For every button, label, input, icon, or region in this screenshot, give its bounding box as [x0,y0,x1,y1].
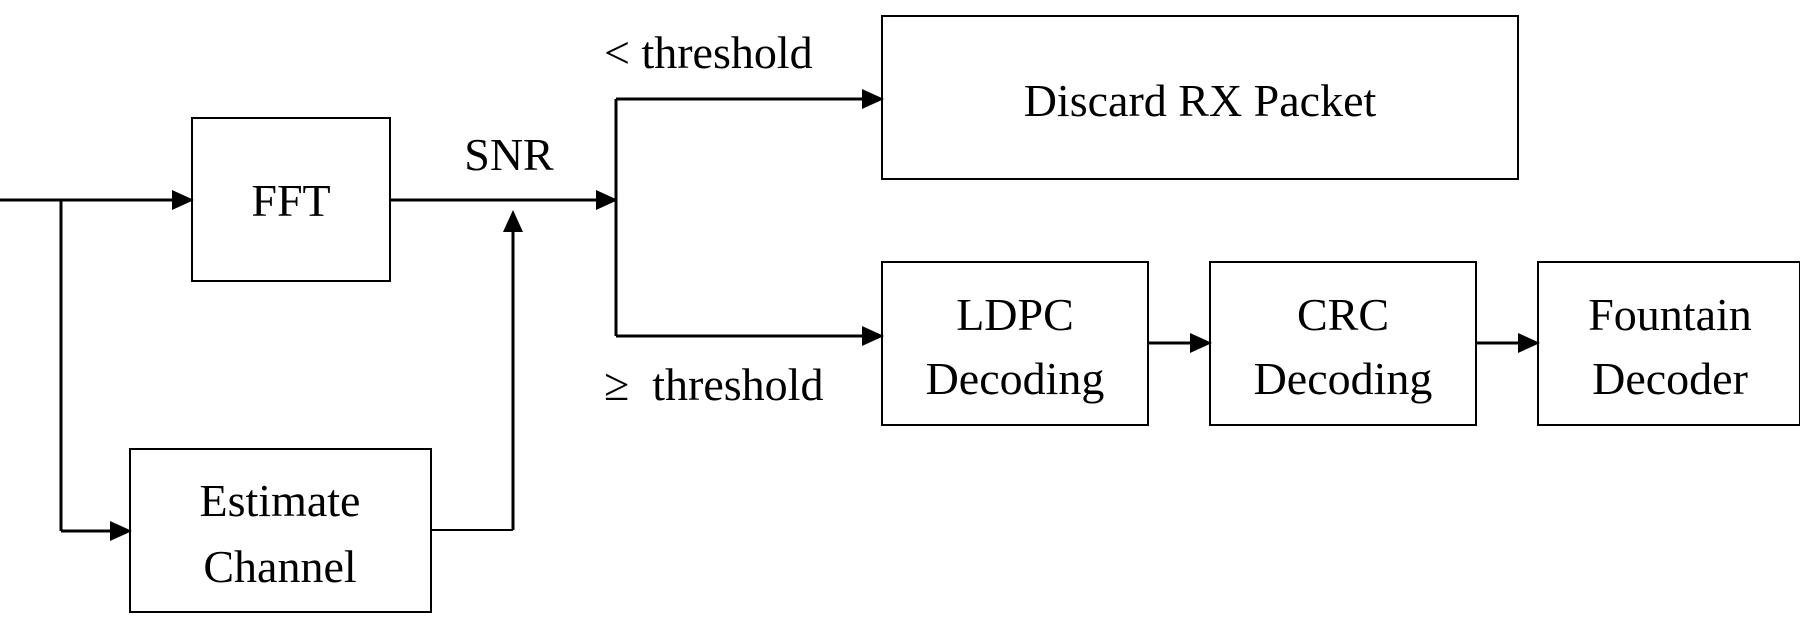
crc-decoding-label-line1: CRC [1297,289,1389,340]
above-threshold-label: ≥ threshold [604,359,823,410]
arrow-to-fft [172,190,194,210]
arrow-to-decision [596,190,618,210]
fft-block: FFT [191,117,391,282]
fft-label: FFT [251,175,330,226]
arrow-to-fountain [1518,333,1540,353]
arrow-to-discard [862,89,884,109]
crc-decoding-block: CRC Decoding [1209,261,1477,426]
arrow-to-ldpc [862,326,884,346]
discard-packet-block: Discard RX Packet [881,15,1519,180]
ldpc-decoding-label-line2: Decoding [926,353,1105,404]
connectors [0,89,1540,541]
snr-label: SNR [464,129,554,180]
fountain-decoder-label-line2: Decoder [1592,353,1748,404]
arrow-up-to-snr [503,210,523,232]
arrow-to-crc [1190,333,1212,353]
discard-packet-label: Discard RX Packet [1024,75,1377,126]
below-threshold-label: < threshold [604,27,813,78]
estimate-channel-label-line1: Estimate [200,475,361,526]
fountain-decoder-block: Fountain Decoder [1537,261,1800,426]
estimate-channel-label-line2: Channel [203,541,356,592]
arrow-to-estimate [110,521,132,541]
fountain-decoder-label-line1: Fountain [1588,289,1752,340]
ldpc-decoding-block: LDPC Decoding [881,261,1149,426]
ldpc-decoding-label-line1: LDPC [956,289,1074,340]
estimate-channel-block: Estimate Channel [129,448,432,613]
crc-decoding-label-line2: Decoding [1254,353,1433,404]
